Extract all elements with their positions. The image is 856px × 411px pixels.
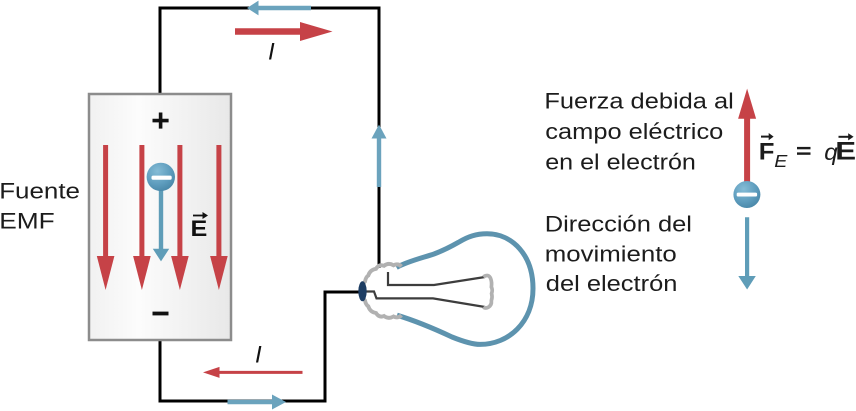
svg-text:E: E	[191, 216, 208, 241]
svg-text:E: E	[835, 137, 856, 165]
svg-text:campo eléctrico: campo eléctrico	[545, 120, 723, 145]
svg-text:E: E	[774, 151, 788, 171]
svg-text:del electrón: del electrón	[546, 272, 678, 297]
svg-text:I: I	[255, 342, 262, 369]
svg-text:I: I	[268, 39, 275, 66]
svg-text:q: q	[824, 139, 837, 164]
svg-text:Fuente: Fuente	[0, 179, 80, 204]
svg-text:en el electrón: en el electrón	[545, 151, 696, 175]
svg-text:F: F	[759, 139, 775, 165]
svg-text:EMF: EMF	[0, 209, 55, 234]
svg-text:movimiento: movimiento	[545, 242, 677, 267]
svg-text:Dirección del: Dirección del	[545, 212, 692, 237]
svg-text:Fuerza debida al: Fuerza debida al	[544, 89, 733, 114]
